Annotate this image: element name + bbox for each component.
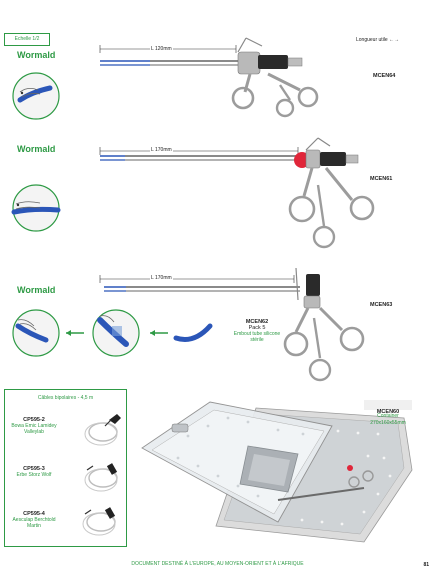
product-3-ref: MCEN63 (370, 302, 393, 308)
product-2-brand: Wormald (17, 144, 56, 154)
scale-label: Echelle 1/2 (4, 33, 50, 46)
tip-accessory-pack: Pack 5 (248, 325, 266, 331)
cable-item-2-ref: CP595-3 (23, 466, 45, 472)
cable-item-3-ref: CP595-4 (23, 511, 45, 517)
cable-item-3-desc: Aesculap Berchtold Martin (12, 517, 56, 529)
container-ref: MCEN60 (376, 409, 400, 415)
product-2-length: L 170mm (150, 147, 173, 153)
cables-title: Câbles bipolaires - 4,5 m (37, 395, 94, 401)
product-3-brand: Wormald (17, 285, 56, 295)
container-ref-badge: MCEN60 (364, 400, 412, 415)
product-2-ref: MCEN61 (370, 176, 393, 182)
cable-item-2-desc: Erbe Storz Wolf (16, 472, 52, 478)
product-3-instrument (12, 267, 365, 382)
container-illustration (141, 401, 413, 543)
cable-item-1-ref: CP595-2 (23, 417, 45, 423)
footer-notice: DOCUMENT DESTINÉ À L'EUROPE, AU MOYEN-OR… (131, 561, 304, 567)
product-1-instrument (12, 37, 319, 120)
cables-panel: Câbles bipolaires - 4,5 m CP595-2 Bowa E… (4, 389, 127, 547)
cable-item-3: CP595-4 Aesculap Berchtold Martin (9, 511, 59, 529)
product-2-instrument (11, 137, 375, 249)
cable-item-2: CP595-3 Erbe Storz Wolf (9, 466, 59, 478)
product-3-length: L 170mm (150, 275, 173, 281)
tip-accessory-desc-2: stérile (250, 337, 264, 343)
product-1-ref: MCEN64 (373, 73, 396, 79)
container-label: Container (377, 413, 399, 419)
tip-accessory-ref: MCEN62 (245, 319, 269, 325)
container-dims: 270x160x55mm (370, 420, 406, 426)
cable-item-1-desc: Bowa Emic Lamidey Valleylab (11, 423, 57, 435)
product-1-brand: Wormald (17, 50, 56, 60)
cables-illustration (82, 414, 121, 536)
page-number: 81 (423, 562, 429, 568)
tip-accessory: MCEN62 Pack 5 Embout tube silicone stéri… (225, 319, 289, 343)
tip-accessory-desc-1: Embout tube silicone (233, 331, 281, 337)
cable-item-1: CP595-2 Bowa Emic Lamidey Valleylab (9, 417, 59, 435)
product-1-length: L 120mm (150, 46, 173, 52)
useful-length-label: Longueur utile ←→ (356, 37, 400, 43)
